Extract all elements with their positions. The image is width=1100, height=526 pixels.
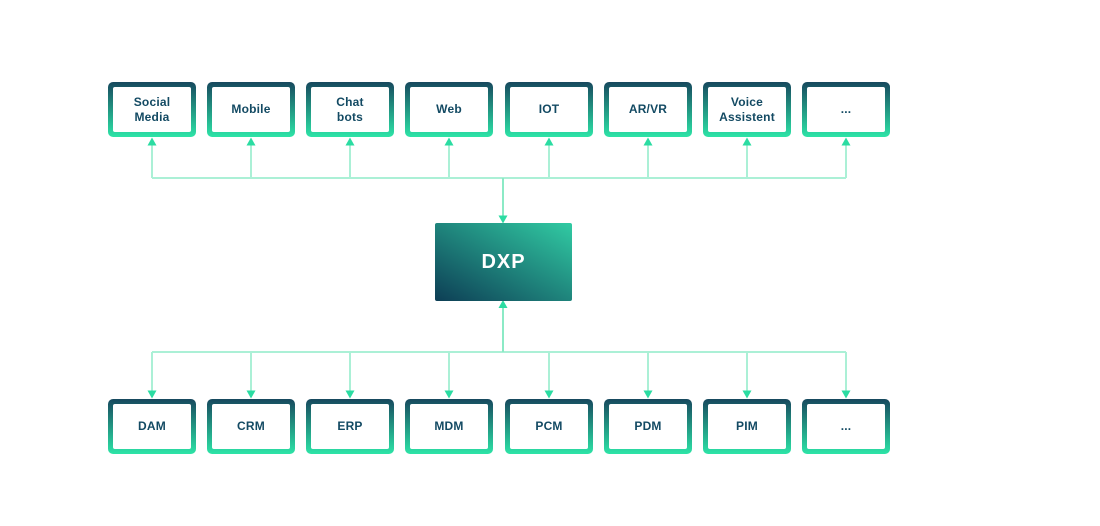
- arrow-up-icon: [544, 137, 554, 146]
- node-label: ...: [840, 102, 852, 116]
- node-web: Web: [405, 82, 493, 137]
- arrow-down-icon: [643, 390, 653, 399]
- node-pcm: PCM: [505, 399, 593, 454]
- top-row-connectors: [147, 137, 851, 178]
- node-label: DAM: [138, 419, 166, 433]
- node-social-media: Social Media: [108, 82, 196, 137]
- node-label: Chat bots: [336, 94, 364, 124]
- arrow-up-icon: [444, 137, 454, 146]
- arrow-down-icon: [147, 390, 157, 399]
- node-mobile: Mobile: [207, 82, 295, 137]
- node-label: ...: [840, 419, 852, 433]
- node-crm: CRM: [207, 399, 295, 454]
- bottom-row-connectors: [147, 352, 851, 399]
- node-label: PCM: [535, 419, 563, 433]
- arrow-up-icon: [742, 137, 752, 146]
- node-dam: DAM: [108, 399, 196, 454]
- node-label: Voice Assistent: [719, 94, 775, 124]
- dxp-label: DXP: [481, 250, 526, 273]
- node-bottom-ellipsis: ...: [802, 399, 890, 454]
- node-erp: ERP: [306, 399, 394, 454]
- arrow-down-icon: [444, 390, 454, 399]
- node-label: IOT: [538, 102, 560, 116]
- node-dxp: DXP: [435, 223, 572, 301]
- arrow-down-icon: [246, 390, 256, 399]
- arrow-up-icon: [841, 137, 851, 146]
- node-voice-assistent: Voice Assistent: [703, 82, 791, 137]
- arrow-down-icon: [841, 390, 851, 399]
- arrow-down-icon: [345, 390, 355, 399]
- arrow-up-icon: [345, 137, 355, 146]
- node-label: AR/VR: [628, 102, 668, 116]
- node-label: Web: [436, 102, 462, 116]
- node-label: PDM: [634, 419, 662, 433]
- node-label: PIM: [736, 419, 758, 433]
- node-label: Mobile: [231, 102, 271, 116]
- node-pdm: PDM: [604, 399, 692, 454]
- arrow-up-icon: [498, 300, 508, 308]
- node-chat-bots: Chat bots: [306, 82, 394, 137]
- node-label: ERP: [337, 419, 363, 433]
- arrow-up-icon: [246, 137, 256, 146]
- node-label: Social Media: [133, 94, 171, 124]
- node-ar-vr: AR/VR: [604, 82, 692, 137]
- node-pim: PIM: [703, 399, 791, 454]
- node-label: MDM: [434, 419, 464, 433]
- node-top-ellipsis: ...: [802, 82, 890, 137]
- arrow-up-icon: [643, 137, 653, 146]
- arrow-down-icon: [742, 390, 752, 399]
- node-label: CRM: [237, 419, 265, 433]
- node-iot: IOT: [505, 82, 593, 137]
- arrow-down-icon: [544, 390, 554, 399]
- arrow-up-icon: [147, 137, 157, 146]
- node-mdm: MDM: [405, 399, 493, 454]
